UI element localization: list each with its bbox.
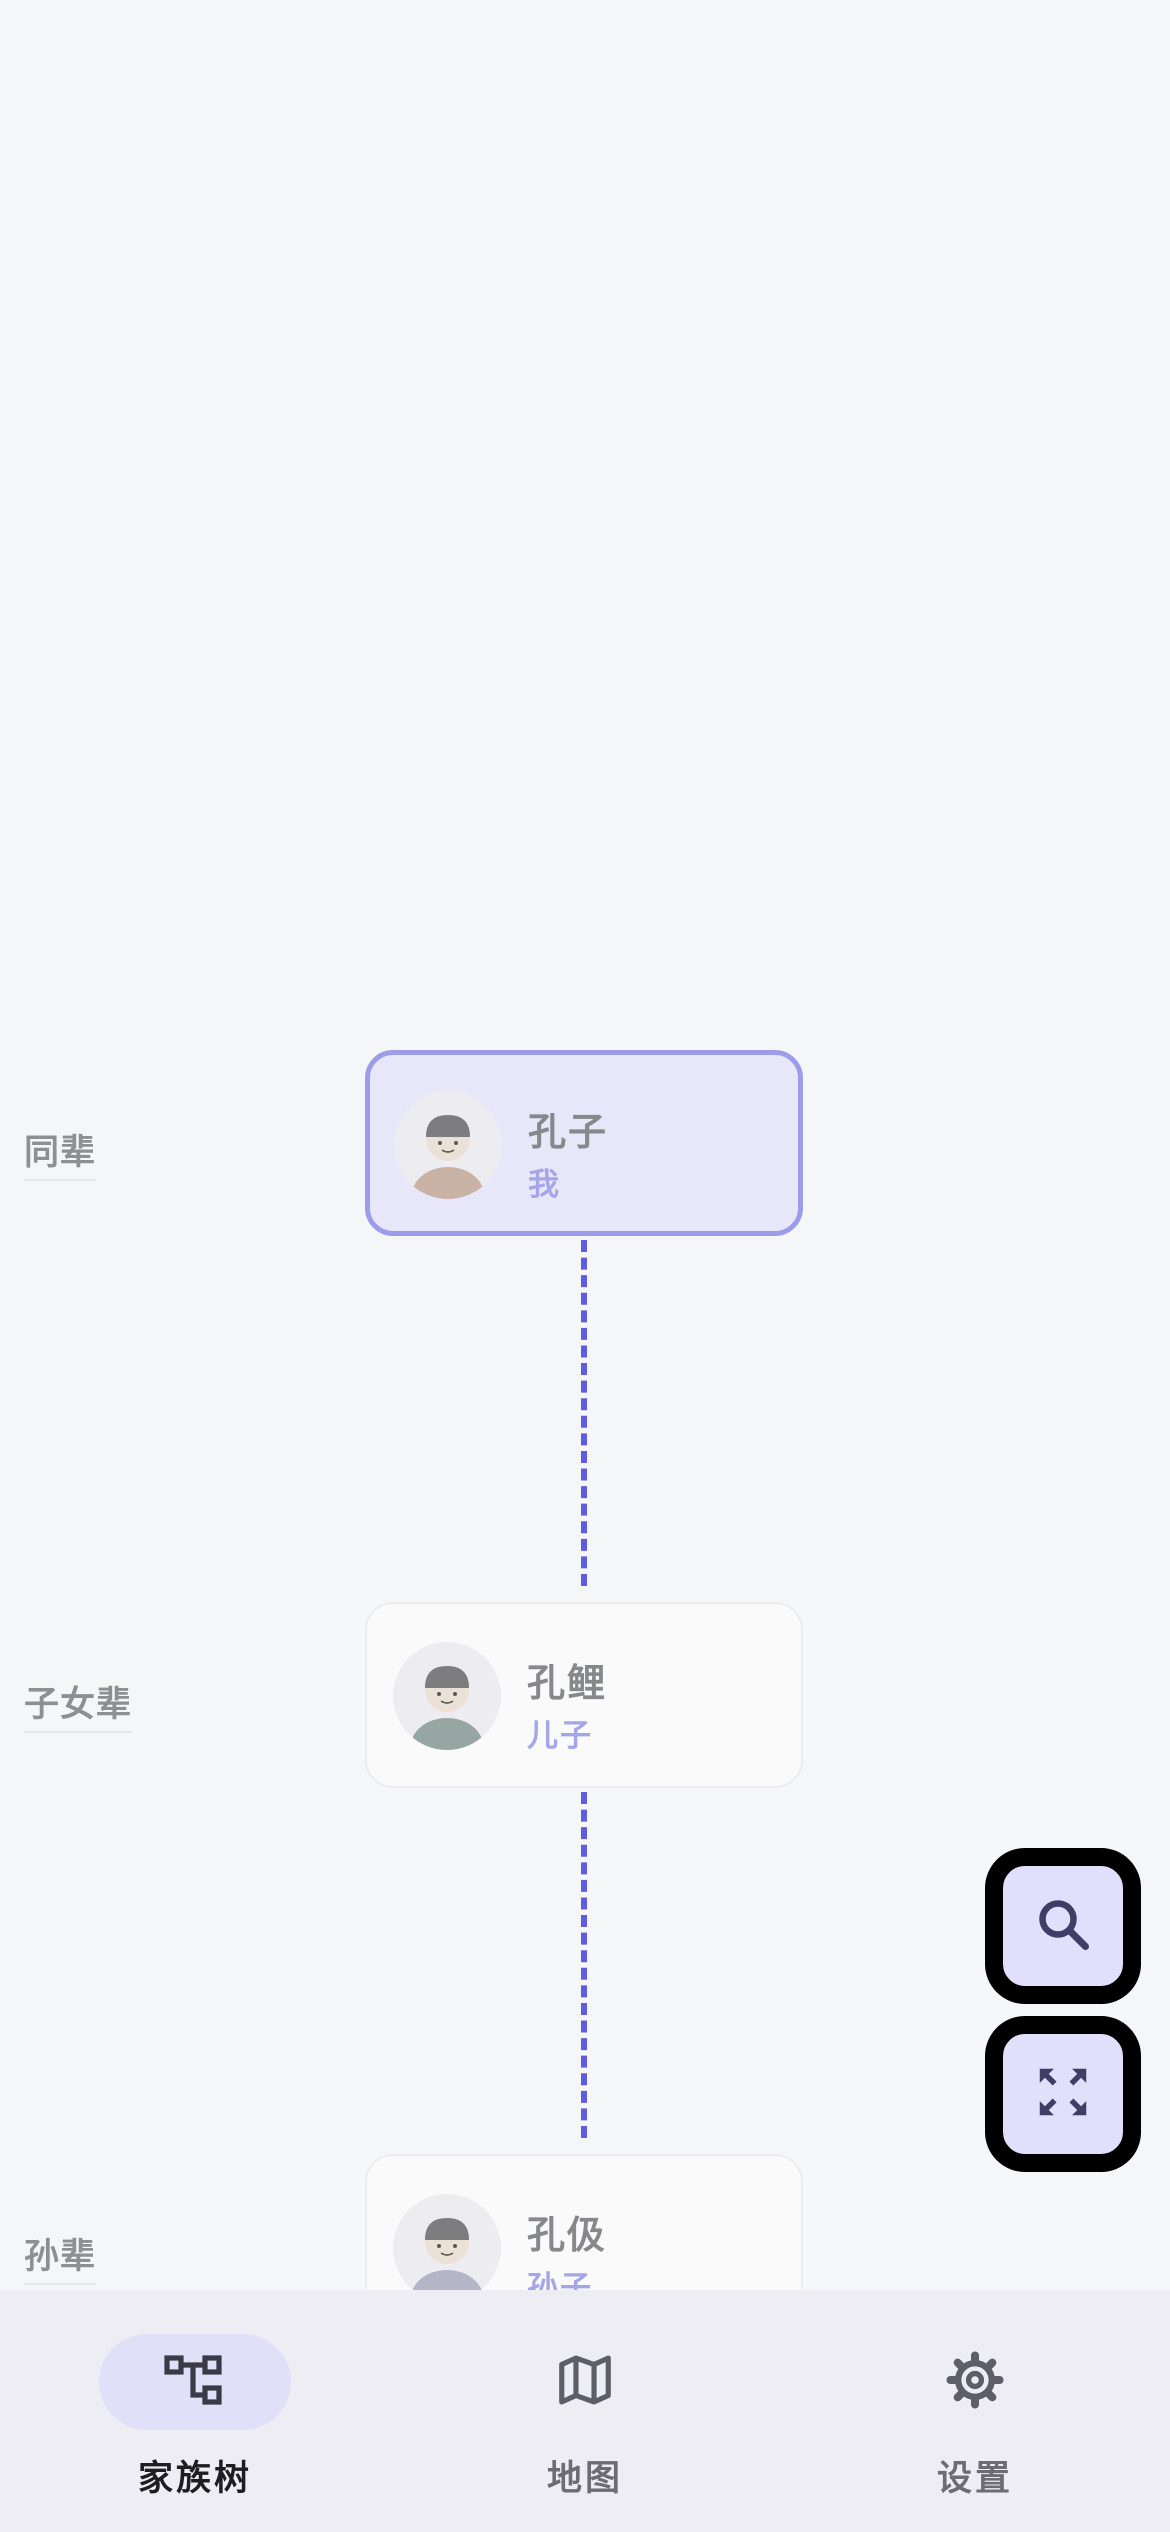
bottom-navigation: 家族树 地图 bbox=[0, 2290, 1170, 2532]
nav-item-settings[interactable]: 设置 bbox=[825, 2334, 1125, 2499]
nav-label: 设置 bbox=[936, 2459, 1013, 2499]
nav-active-indicator bbox=[99, 2334, 291, 2430]
fit-view-button[interactable] bbox=[985, 2016, 1141, 2172]
fullscreen-icon bbox=[1032, 2061, 1094, 2127]
member-name: 孔鲤 bbox=[527, 1661, 608, 1705]
member-card-son[interactable]: 孔鲤 儿子 bbox=[365, 1602, 803, 1788]
generation-label-children: 子女辈 bbox=[24, 1676, 133, 1733]
tree-connector-line bbox=[581, 1240, 587, 1586]
search-button[interactable] bbox=[985, 1848, 1141, 2004]
member-relation: 我 bbox=[528, 1167, 561, 1203]
tree-connector-line bbox=[581, 1792, 587, 2138]
nav-pill bbox=[879, 2334, 1071, 2430]
family-tree-canvas[interactable]: 同辈 子女辈 孙辈 孔子 我 bbox=[0, 0, 1170, 2290]
nav-pill bbox=[489, 2334, 681, 2430]
member-relation: 儿子 bbox=[527, 1718, 593, 1754]
member-card-self[interactable]: 孔子 我 bbox=[365, 1050, 803, 1236]
member-card-grandson[interactable]: 孔伋 孙子 bbox=[365, 2154, 803, 2290]
avatar bbox=[394, 1091, 502, 1199]
search-icon bbox=[1033, 1894, 1093, 1958]
generation-label-grandchildren: 孙辈 bbox=[24, 2228, 97, 2285]
member-name: 孔子 bbox=[528, 1110, 609, 1154]
nav-label: 家族树 bbox=[137, 2459, 252, 2499]
map-icon bbox=[554, 2349, 616, 2415]
family-tree-icon bbox=[163, 2352, 227, 2412]
nav-item-map[interactable]: 地图 bbox=[435, 2334, 735, 2499]
member-relation: 孙子 bbox=[527, 2270, 593, 2290]
nav-label: 地图 bbox=[546, 2459, 623, 2499]
gear-icon bbox=[943, 2348, 1007, 2416]
generation-label-peers: 同辈 bbox=[24, 1124, 97, 1181]
nav-item-family-tree[interactable]: 家族树 bbox=[45, 2334, 345, 2499]
member-name: 孔伋 bbox=[527, 2213, 608, 2257]
avatar bbox=[393, 2194, 501, 2290]
avatar bbox=[393, 1642, 501, 1750]
